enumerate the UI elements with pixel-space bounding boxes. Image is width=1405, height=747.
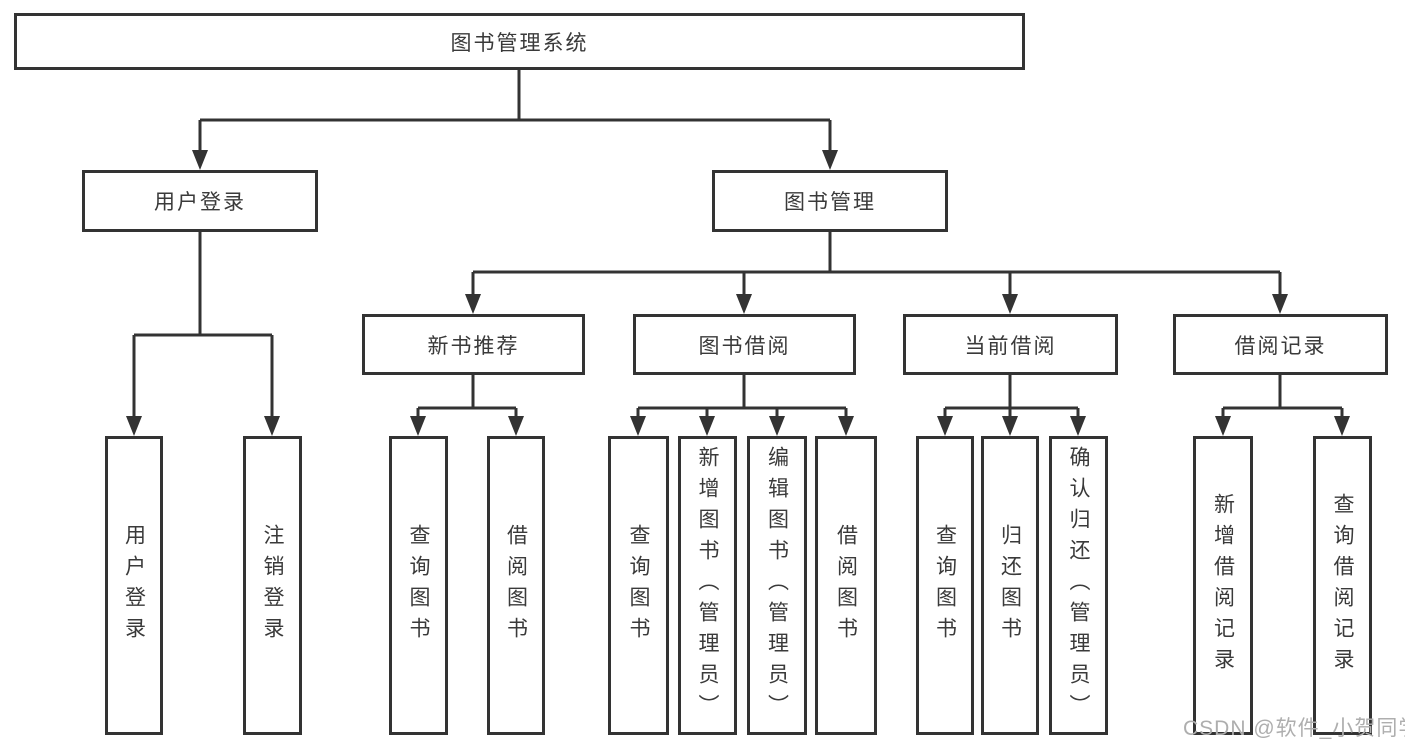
leaf-query-books-borrow: 查询图书 [608, 436, 669, 735]
arrow-down-icon [465, 294, 481, 314]
leaf-logout: 注销登录 [243, 436, 302, 735]
leaf-add-borrow-record-label: 新增借阅记录 [1211, 492, 1235, 679]
node-book-borrowing-label: 图书借阅 [698, 334, 791, 358]
arrow-down-icon [508, 416, 524, 436]
leaf-borrow-books: 借阅图书 [815, 436, 877, 735]
connector-new-book-rec [416, 375, 518, 432]
node-root: 图书管理系统 [14, 13, 1025, 70]
arrow-down-icon [1215, 416, 1231, 436]
connector-book-mgmt [471, 232, 1282, 310]
arrow-down-icon [410, 416, 426, 436]
leaf-borrow-books-rec-label: 借阅图书 [504, 523, 528, 648]
leaf-add-borrow-record: 新增借阅记录 [1193, 436, 1253, 735]
arrow-down-icon [1002, 294, 1018, 314]
arrow-down-icon [838, 416, 854, 436]
arrowhead-icons [126, 150, 1350, 436]
leaf-borrow-books-label: 借阅图书 [834, 523, 858, 648]
arrow-down-icon [736, 294, 752, 314]
arrow-down-icon [1070, 416, 1086, 436]
arrow-down-icon [630, 416, 646, 436]
leaf-return-books: 归还图书 [981, 436, 1039, 735]
leaf-borrow-books-rec: 借阅图书 [487, 436, 545, 735]
node-book-management: 图书管理 [712, 170, 948, 232]
leaf-query-books-rec-label: 查询图书 [407, 523, 430, 648]
arrow-down-icon [699, 416, 715, 436]
leaf-add-books-admin-label: 新增图书（管理员） [696, 446, 719, 725]
leaf-edit-books-admin-label: 编辑图书（管理员） [765, 446, 789, 725]
leaf-query-books-current-label: 查询图书 [933, 523, 957, 648]
leaf-query-books-rec: 查询图书 [389, 436, 448, 735]
leaf-confirm-return-admin: 确认归还（管理员） [1049, 436, 1108, 735]
arrow-down-icon [1272, 294, 1288, 314]
node-root-label: 图书管理系统 [450, 31, 589, 55]
leaf-confirm-return-admin-label: 确认归还（管理员） [1067, 446, 1090, 725]
node-borrow-records: 借阅记录 [1173, 314, 1388, 375]
leaf-add-books-admin: 新增图书（管理员） [678, 436, 737, 735]
leaf-query-books-borrow-label: 查询图书 [627, 523, 650, 648]
node-user-login-label: 用户登录 [154, 191, 246, 214]
arrow-down-icon [1334, 416, 1350, 436]
arrow-down-icon [822, 150, 838, 170]
connector-user-login [132, 232, 274, 432]
node-new-book-recommend: 新书推荐 [362, 314, 585, 375]
connector-borrow-records [1221, 375, 1344, 432]
node-book-management-label: 图书管理 [784, 191, 876, 214]
arrow-down-icon [264, 416, 280, 436]
leaf-user-login-label: 用户登录 [122, 523, 146, 648]
leaf-query-borrow-record-label: 查询借阅记录 [1331, 492, 1354, 679]
leaf-query-books-current: 查询图书 [916, 436, 974, 735]
arrow-down-icon [192, 150, 208, 170]
node-current-borrowing-label: 当前借阅 [964, 334, 1057, 358]
node-borrow-records-label: 借阅记录 [1234, 334, 1327, 358]
arrow-down-icon [1002, 416, 1018, 436]
leaf-query-borrow-record: 查询借阅记录 [1313, 436, 1372, 735]
arrow-down-icon [769, 416, 785, 436]
node-current-borrowing: 当前借阅 [903, 314, 1118, 375]
node-book-borrowing: 图书借阅 [633, 314, 856, 375]
arrow-down-icon [126, 416, 142, 436]
leaf-return-books-label: 归还图书 [998, 523, 1022, 648]
connector-root [198, 70, 832, 166]
leaf-logout-label: 注销登录 [261, 523, 284, 648]
node-user-login: 用户登录 [82, 170, 318, 232]
arrow-down-icon [937, 416, 953, 436]
leaf-user-login: 用户登录 [105, 436, 163, 735]
leaf-edit-books-admin: 编辑图书（管理员） [747, 436, 807, 735]
node-new-book-recommend-label: 新书推荐 [427, 334, 520, 358]
connector-book-borrow [636, 375, 848, 432]
